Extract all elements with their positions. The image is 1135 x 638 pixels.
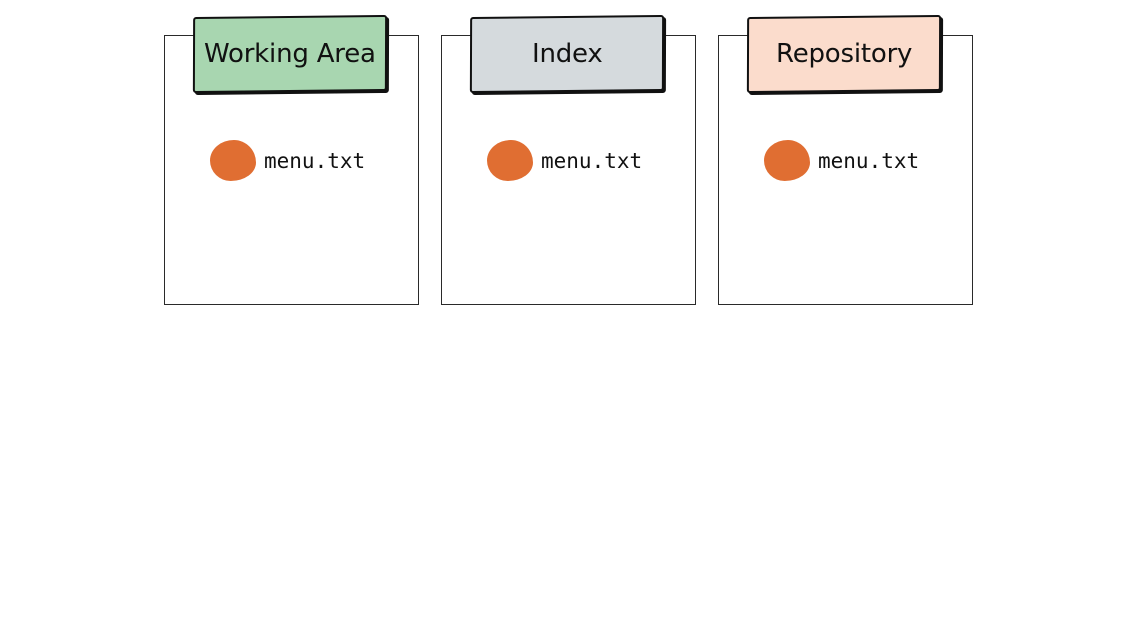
repository-title: Repository: [775, 38, 913, 70]
file-name: menu.txt: [541, 148, 643, 173]
working-area-title: Working Area: [204, 38, 376, 70]
repository-panel: Repository menu.txt: [718, 14, 973, 305]
index-file: menu.txt: [487, 140, 642, 181]
repository-tab: Repository: [746, 14, 942, 94]
file-name: menu.txt: [264, 148, 366, 173]
working-area-file: menu.txt: [210, 140, 365, 181]
file-dot-icon: [764, 140, 810, 181]
file-name: menu.txt: [818, 148, 920, 173]
file-dot-icon: [487, 140, 533, 181]
working-area-tab: Working Area: [192, 14, 388, 94]
index-title: Index: [531, 38, 603, 70]
file-dot-icon: [210, 140, 256, 181]
index-tab: Index: [469, 14, 665, 94]
repository-file: menu.txt: [764, 140, 919, 181]
index-panel: Index menu.txt: [441, 14, 696, 305]
working-area-panel: Working Area menu.txt: [164, 14, 419, 305]
